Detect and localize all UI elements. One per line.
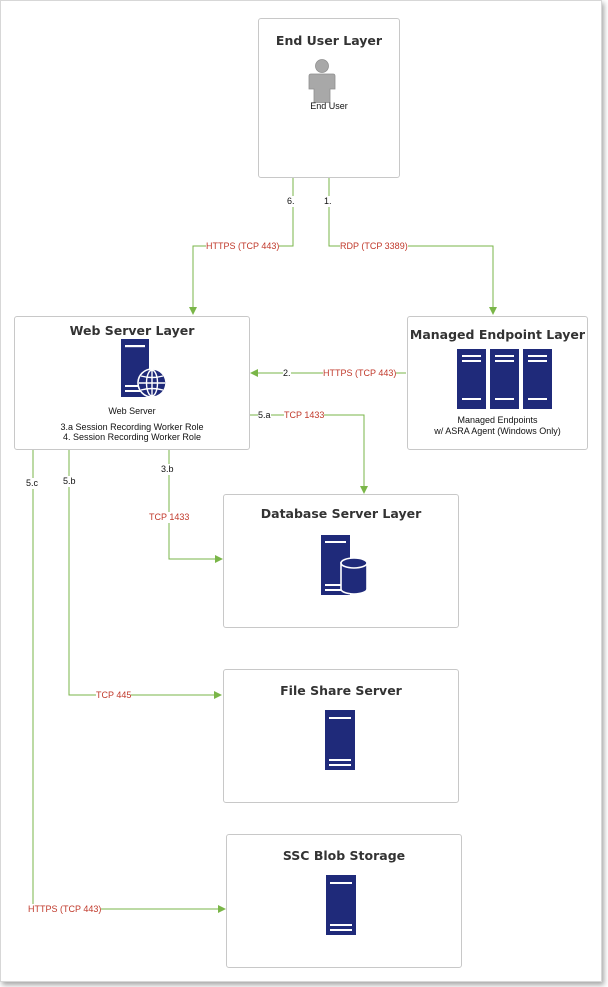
connector-1-step: 1.	[324, 196, 332, 207]
connector-5c-step: 5.c	[26, 478, 39, 489]
web-server-caption: Web Server	[108, 406, 156, 416]
server-icon	[325, 710, 355, 770]
connector-3b-protocol: TCP 1433	[149, 512, 190, 523]
managed-endpoint-layer-box: Managed Endpoint Layer Managed Endpoints…	[407, 316, 588, 450]
file-share-server-box: File Share Server	[223, 669, 459, 803]
connector-5c-https	[32, 450, 226, 913]
connector-5b-step: 5.b	[63, 476, 76, 487]
connector-5c-protocol: HTTPS (TCP 443)	[28, 904, 102, 915]
user-icon	[308, 59, 336, 103]
file-share-server-title: File Share Server	[280, 683, 402, 698]
ssc-blob-storage-title: SSC Blob Storage	[282, 848, 406, 863]
connector-1-rdp	[328, 178, 497, 315]
connector-6-protocol: HTTPS (TCP 443)	[206, 241, 280, 252]
web-server-layer-box: Web Server Layer Web Server 3.a Session …	[14, 316, 250, 450]
connector-3b-tcp1433	[168, 450, 223, 563]
connector-5a-tcp1433	[250, 414, 368, 494]
ssc-blob-storage-box: SSC Blob Storage	[226, 834, 462, 968]
connector-3b-step: 3.b	[161, 464, 174, 475]
connector-5a-step: 5.a	[258, 410, 271, 421]
connector-5b-protocol: TCP 445	[96, 690, 132, 701]
connector-2-step: 2.	[283, 368, 291, 379]
database-server-icon	[321, 535, 368, 595]
database-server-layer-box: Database Server Layer	[223, 494, 459, 628]
web-server-role-3a: 3.a Session Recording Worker Role	[60, 422, 204, 432]
end-user-layer-title: End User Layer	[275, 33, 383, 48]
web-server-role-4: 4. Session Recording Worker Role	[63, 432, 201, 442]
connector-1-protocol: RDP (TCP 3389)	[340, 241, 408, 252]
managed-endpoint-caption-1: Managed Endpoints	[457, 415, 538, 425]
web-server-globe-icon	[121, 339, 167, 398]
server-rack-icon	[457, 349, 552, 409]
end-user-layer-box: End User Layer End User	[258, 18, 400, 178]
managed-endpoint-layer-title: Managed Endpoint Layer	[409, 327, 586, 342]
managed-endpoint-caption-2: w/ ASRA Agent (Windows Only)	[434, 426, 561, 436]
web-server-layer-title: Web Server Layer	[69, 323, 195, 338]
connector-5a-protocol: TCP 1433	[284, 410, 325, 421]
end-user-caption: End User	[310, 101, 348, 111]
connector-6-step: 6.	[287, 196, 295, 207]
database-server-layer-title: Database Server Layer	[260, 506, 422, 521]
server-icon	[326, 875, 356, 935]
connector-2-protocol: HTTPS (TCP 443)	[323, 368, 397, 379]
connector-5b-tcp445	[68, 450, 222, 699]
